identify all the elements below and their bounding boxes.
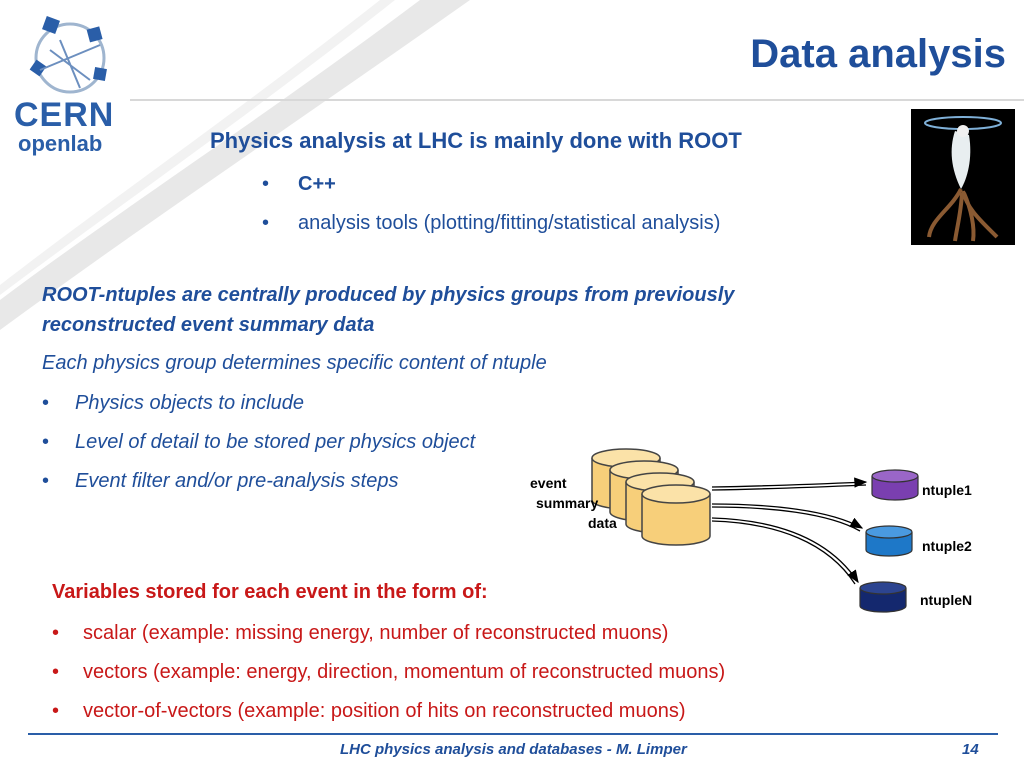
logo-openlab-text: openlab bbox=[18, 131, 103, 156]
ntuple-intro-line1: ROOT-ntuples are centrally produced by p… bbox=[42, 284, 735, 306]
ntuple-diagram bbox=[591, 448, 919, 613]
variable-bullet-vector-of-vectors: •vector-of-vectors (example: position of… bbox=[52, 700, 686, 722]
footer-divider bbox=[28, 733, 998, 735]
sub-bullet-cpp: •C++ bbox=[262, 173, 336, 195]
group-bullet-1: •Physics objects to include bbox=[42, 392, 305, 414]
esd-label-line1: event bbox=[530, 475, 567, 491]
sub-bullet-tools: •analysis tools (plotting/fitting/statis… bbox=[262, 212, 721, 234]
esd-label-line3: data bbox=[588, 515, 617, 531]
variable-bullet-vectors: •vectors (example: energy, direction, mo… bbox=[52, 661, 726, 683]
ntuple1-cylinder bbox=[871, 469, 919, 501]
group-bullet-2: •Level of detail to be stored per physic… bbox=[42, 431, 476, 453]
variables-heading: Variables stored for each event in the f… bbox=[52, 581, 488, 603]
logo-cern-text: CERN bbox=[14, 96, 115, 134]
variable-bullet-scalar: •scalar (example: missing energy, number… bbox=[52, 622, 669, 644]
ntuple2-cylinder bbox=[865, 525, 913, 557]
cern-openlab-logo bbox=[29, 16, 107, 94]
ntuple-intro-line2: reconstructed event summary data bbox=[42, 314, 375, 336]
ntupleN-cylinder bbox=[859, 581, 907, 613]
ntuple1-label: ntuple1 bbox=[922, 482, 972, 498]
group-bullet-3: •Event filter and/or pre-analysis steps bbox=[42, 470, 399, 492]
esd-cylinder-stack bbox=[591, 448, 711, 546]
ntupleN-label: ntupleN bbox=[920, 592, 973, 608]
heading-root: Physics analysis at LHC is mainly done w… bbox=[210, 128, 742, 153]
footer-text: LHC physics analysis and databases - M. … bbox=[340, 741, 687, 758]
diagram-arrows bbox=[711, 477, 868, 585]
page-number: 14 bbox=[962, 741, 979, 758]
ntuple2-label: ntuple2 bbox=[922, 538, 972, 554]
root-logo-image bbox=[911, 109, 1015, 245]
group-line: Each physics group determines specific c… bbox=[42, 352, 547, 374]
esd-label-line2: summary bbox=[536, 495, 599, 511]
slide-title: Data analysis bbox=[750, 32, 1006, 76]
